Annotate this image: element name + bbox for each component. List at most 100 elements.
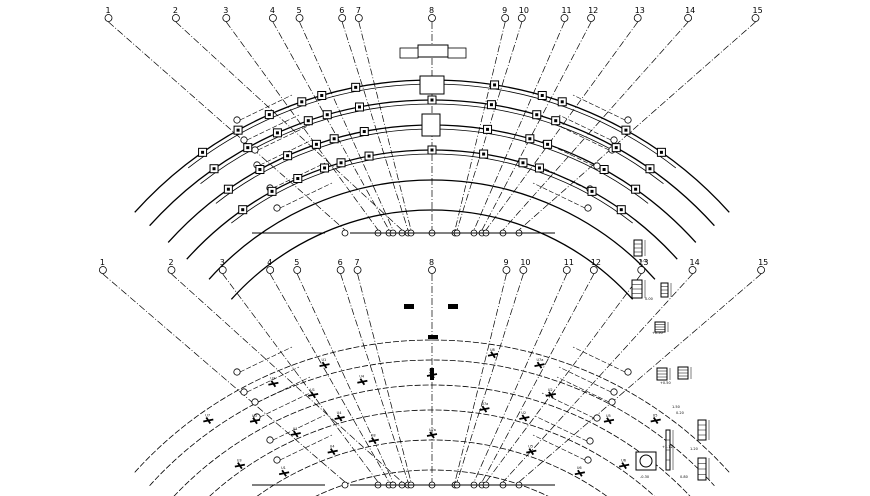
grid-label: 7 (355, 258, 360, 267)
section-tag (249, 417, 261, 425)
grid-bubble-side (584, 204, 592, 212)
section-tag (526, 448, 537, 456)
section-tag (357, 378, 368, 386)
section-tag (319, 361, 330, 369)
column (602, 168, 606, 172)
grid-label: 15 (752, 6, 762, 15)
section-tag (268, 380, 279, 388)
column (367, 154, 371, 158)
detail-dimension-label: -0.30 (640, 475, 649, 479)
section-tag-label: U4 (359, 375, 365, 379)
detail-dimension-label: 0.20 (676, 411, 684, 415)
radial-gridline (175, 21, 403, 231)
radial-gridline (108, 21, 346, 231)
grid-bubble-side (610, 136, 618, 144)
grid-label: 9 (503, 258, 508, 267)
column (590, 189, 594, 193)
section-tag-label: U1 (293, 427, 298, 431)
section-tag (334, 414, 345, 422)
section-tag (448, 304, 458, 309)
section-tag (650, 417, 661, 425)
wall-line (231, 153, 633, 224)
grid-label: 1 (106, 6, 111, 15)
column (354, 85, 358, 89)
column (267, 113, 271, 117)
radial-gridline (454, 273, 507, 483)
core-block (447, 47, 467, 59)
section-tag (545, 391, 557, 399)
grid-bubble-bottom (341, 481, 349, 489)
leader-line (279, 182, 333, 209)
column (357, 105, 361, 109)
grid-label: 8 (429, 258, 434, 267)
radial-gridline (357, 273, 412, 483)
section-tag-label: U2 (548, 388, 553, 392)
leader-line (239, 94, 293, 121)
leader-line (239, 346, 293, 373)
radial-gridline (456, 273, 524, 483)
radial-gridline (272, 21, 390, 231)
column (537, 166, 541, 170)
grid-bubble-top (519, 266, 528, 274)
leader-line (279, 434, 333, 461)
grid-bubble-top (428, 266, 436, 274)
column (493, 83, 497, 87)
grid-label: 2 (168, 258, 173, 267)
section-tag (203, 417, 214, 425)
radial-gridline (269, 273, 390, 483)
column (270, 189, 274, 193)
grid-bubble-top (688, 266, 697, 274)
grid-bubble-top (517, 14, 526, 22)
section-tag (428, 335, 438, 339)
column (323, 166, 327, 170)
radial-gridline (299, 21, 394, 231)
grid-label: 12 (588, 6, 598, 15)
section-tag-label: U3 (237, 459, 242, 463)
grid-label: 4 (267, 258, 272, 267)
leader-line (257, 376, 311, 403)
column (212, 167, 216, 171)
section-tag-label: U7 (205, 414, 210, 418)
section-tag-label: U7a (429, 428, 436, 432)
grid-label: 1 (100, 258, 105, 267)
grid-bubble-top (757, 266, 765, 274)
radial-gridline (481, 21, 592, 231)
grid-label: 8 (429, 6, 434, 15)
arc-gridline (230, 209, 634, 300)
section-tag (426, 431, 438, 439)
column (430, 148, 434, 152)
column (554, 119, 558, 123)
column (560, 100, 564, 104)
radial-gridline (473, 21, 565, 231)
column (325, 113, 329, 117)
section-tag (603, 417, 615, 425)
grid-label: 6 (338, 258, 343, 267)
grid-bubble-side (586, 437, 594, 445)
column (634, 187, 638, 191)
grid-bubble-top (633, 14, 642, 22)
grid-bubble-top (560, 14, 569, 22)
grid-bubble-side (266, 436, 274, 444)
detail-dimension-label: +1.12 (662, 445, 673, 449)
radial-gridline (171, 273, 403, 483)
grid-label: 9 (502, 6, 507, 15)
grid-bubble-top (222, 14, 231, 22)
grid-label: 10 (520, 258, 530, 267)
section-tag (487, 351, 499, 359)
section-tag (479, 405, 490, 413)
radial-gridline (341, 21, 409, 231)
section-tag (307, 391, 319, 399)
section-tag (234, 462, 246, 470)
grid-bubble-top (336, 266, 345, 274)
grid-bubble-side (593, 414, 601, 422)
grid-bubble-top (587, 14, 595, 22)
grid-bubble-top (172, 14, 180, 22)
column (619, 208, 623, 212)
section-tag (519, 414, 530, 422)
grid-bubble-top (562, 266, 571, 274)
grid-label: 12 (591, 258, 601, 267)
grid-label: 3 (223, 6, 228, 15)
radial-gridline (296, 273, 394, 483)
